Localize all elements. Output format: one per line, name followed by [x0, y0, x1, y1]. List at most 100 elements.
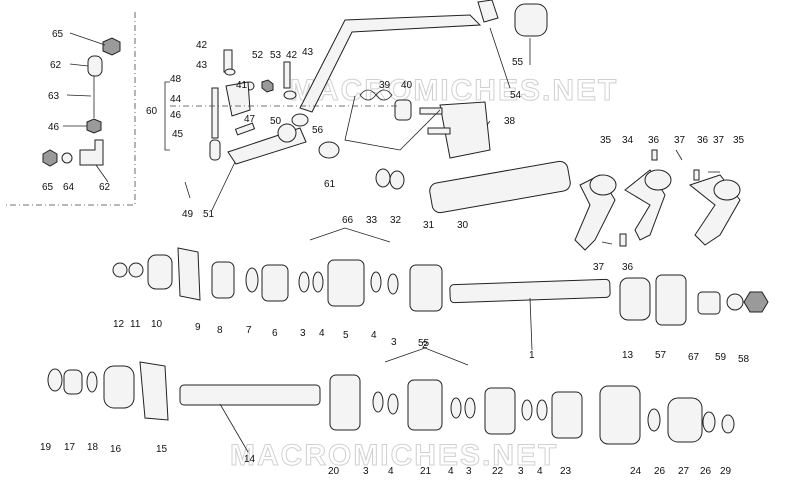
callout-45: 45	[172, 129, 184, 140]
seal-17	[63, 369, 83, 395]
callout-57: 57	[655, 350, 667, 361]
callout-17: 17	[64, 442, 76, 453]
gear-5	[327, 259, 365, 307]
callout-11: 11	[130, 319, 141, 330]
callout-3: 3	[363, 466, 369, 477]
callout-30: 30	[457, 220, 469, 231]
mainshaft-row	[112, 247, 769, 326]
pedal-tip	[477, 0, 499, 23]
callout-60: 60	[146, 106, 158, 117]
callout-51: 51	[203, 209, 215, 220]
callout-16: 16	[110, 444, 122, 455]
bracket-60	[164, 81, 170, 151]
selector-drum-30	[429, 160, 571, 214]
callout-65: 65	[52, 29, 64, 40]
callout-6: 6	[272, 328, 278, 339]
roller-36c	[619, 233, 627, 247]
callout-63: 63	[48, 91, 60, 102]
plate-9	[177, 247, 201, 301]
circlip-4b	[370, 271, 382, 293]
callout-52: 52	[252, 50, 264, 61]
callout-58: 58	[738, 354, 750, 365]
callout-4: 4	[319, 328, 325, 339]
callout-37: 37	[713, 135, 725, 146]
bearing-16	[103, 365, 135, 409]
callout-33: 33	[366, 215, 378, 226]
pedal-rubber-55	[514, 3, 548, 37]
callout-43: 43	[302, 47, 314, 58]
callout-19: 19	[40, 442, 52, 453]
linkage-rod-assembly	[42, 37, 121, 167]
plate-15	[139, 361, 169, 421]
callout-4: 4	[448, 466, 454, 477]
callout-37: 37	[674, 135, 686, 146]
watermark-top: MACROMICHES.NET	[290, 74, 618, 107]
callout-8: 8	[217, 325, 223, 336]
gear-21	[407, 379, 443, 431]
clevis-45	[209, 139, 221, 161]
callout-15: 15	[156, 444, 168, 455]
pin-47	[234, 122, 256, 136]
callout-43: 43	[196, 60, 208, 71]
gear-57	[655, 274, 687, 326]
nut-65-top	[102, 37, 121, 56]
callout-4: 4	[371, 330, 377, 341]
circlip-4d	[450, 397, 462, 419]
callout-67: 67	[688, 352, 700, 363]
selector-linkage	[170, 0, 548, 199]
callout-20: 20	[328, 466, 340, 477]
nut-65-bottom	[42, 149, 58, 167]
callout-38: 38	[504, 116, 516, 127]
spacer-67	[697, 291, 721, 315]
callout-22: 22	[492, 466, 504, 477]
circlip-4a	[312, 271, 324, 293]
callout-37: 37	[593, 262, 605, 273]
callout-10: 10	[151, 319, 163, 330]
nut-46	[86, 118, 102, 134]
callout-36: 36	[697, 135, 709, 146]
callout-56: 56	[312, 125, 324, 136]
roller-36a	[651, 149, 658, 161]
callout-39: 39	[379, 80, 391, 91]
selector-drum-group	[375, 149, 741, 251]
callout-36: 36	[622, 262, 634, 273]
callout-48: 48	[170, 74, 182, 85]
washer-56	[291, 113, 309, 127]
circlip-19	[47, 368, 63, 392]
seal-61	[318, 141, 340, 159]
roller-36b	[693, 169, 700, 181]
fork-35b-collar	[713, 179, 741, 201]
callout-44: 44	[170, 94, 182, 105]
callout-62: 62	[99, 182, 111, 193]
washer-43a	[224, 68, 236, 76]
callout-49: 49	[182, 209, 194, 220]
fork-35a-collar	[589, 174, 617, 196]
circlip-4c	[387, 393, 399, 415]
callout-55: 55	[512, 57, 524, 68]
callout-2: 2	[422, 340, 428, 351]
washer-59	[726, 293, 744, 311]
spring-39	[359, 89, 393, 101]
washer-3c	[372, 391, 384, 413]
callout-12: 12	[113, 319, 125, 330]
link-rod-44	[211, 87, 219, 139]
circlip-4e	[536, 399, 548, 421]
bushing-7	[245, 267, 259, 293]
plate-38	[439, 101, 491, 159]
bearing-10	[147, 254, 173, 290]
watermark-bottom: MACROMICHES.NET	[230, 439, 558, 472]
callout-35: 35	[733, 135, 745, 146]
fork-34-collar	[644, 169, 672, 191]
callout-61: 61	[324, 179, 336, 190]
gear-20	[329, 374, 361, 431]
callout-9: 9	[195, 322, 201, 333]
callout-59: 59	[715, 352, 727, 363]
gear-6	[261, 264, 289, 302]
gear-8	[211, 261, 235, 299]
callout-47: 47	[244, 114, 256, 125]
washer-64	[61, 152, 73, 164]
callout-46: 46	[170, 110, 182, 121]
callout-32: 32	[390, 215, 402, 226]
callout-24: 24	[630, 466, 642, 477]
